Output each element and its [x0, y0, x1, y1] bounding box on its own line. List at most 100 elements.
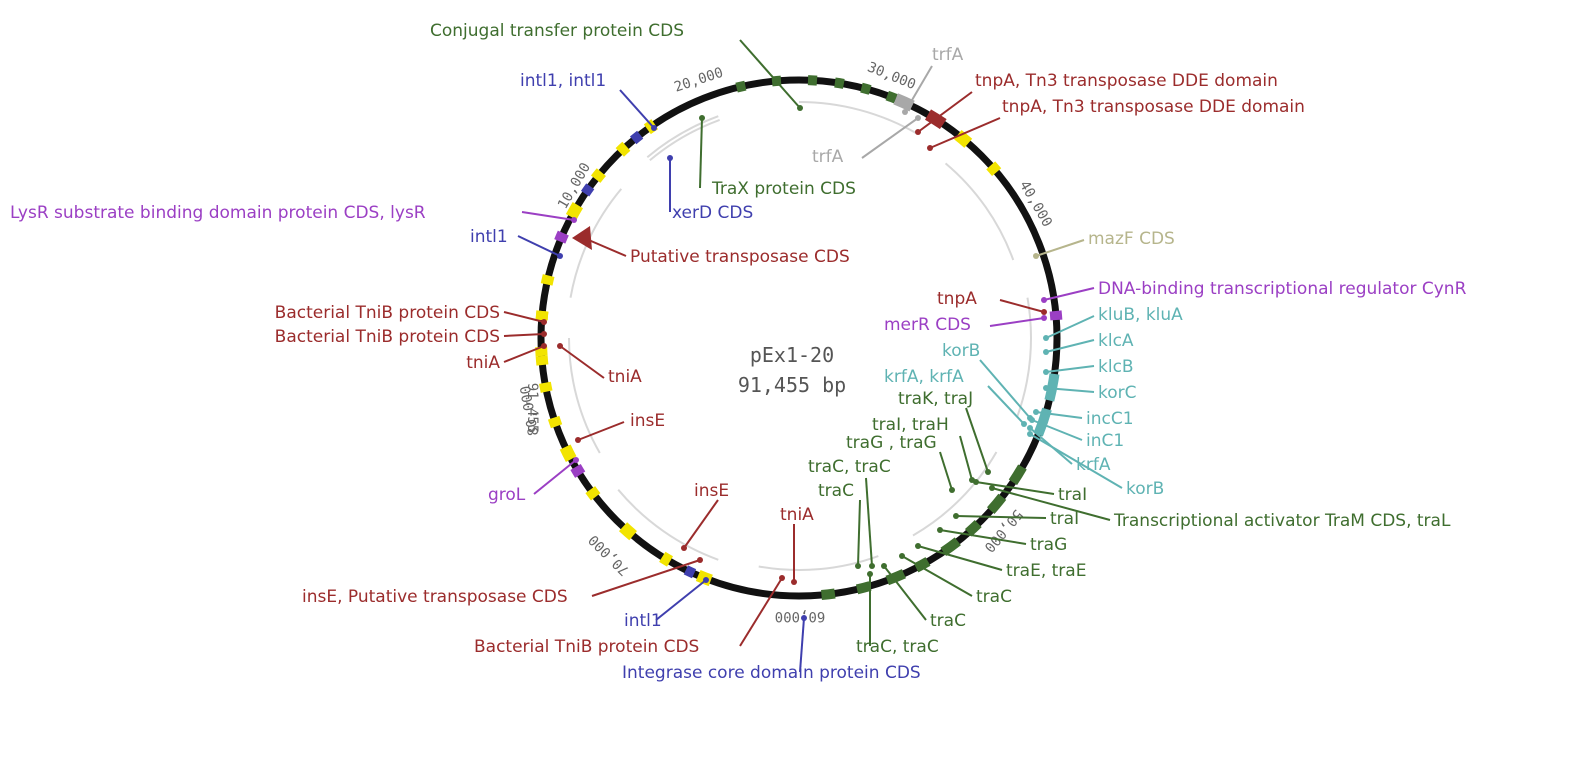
- feature-label: korB: [1126, 479, 1164, 499]
- leader-line: [979, 359, 1031, 419]
- leader-tip: [1043, 369, 1049, 375]
- feature-label: tnpA: [937, 289, 977, 309]
- leader-tip: [1041, 297, 1047, 303]
- feature-mark: [821, 588, 836, 600]
- leader-tip: [557, 253, 563, 259]
- leader-tip: [581, 235, 587, 241]
- leader-line: [683, 499, 719, 549]
- leader-line: [917, 91, 973, 133]
- feature-mark: [659, 551, 674, 567]
- leader-line: [577, 421, 625, 441]
- leader-tip: [801, 615, 807, 621]
- leader-line: [1043, 287, 1095, 301]
- feature-mark: [539, 381, 553, 393]
- leader-tip: [915, 129, 921, 135]
- feature-label: xerD CDS: [672, 203, 753, 223]
- feature-label: tnpA, Tn3 transposase DDE domain: [1002, 97, 1305, 117]
- leader-line: [559, 345, 605, 379]
- feature-label: klcB: [1098, 357, 1134, 377]
- leader-tip: [575, 437, 581, 443]
- leader-line: [975, 481, 1055, 495]
- leader-tip: [573, 457, 579, 463]
- feature-label: traC, traC: [808, 457, 891, 477]
- feature-label: krfA, krfA: [884, 367, 964, 387]
- leader-line: [583, 237, 627, 257]
- leader-tip: [1027, 431, 1033, 437]
- feature-label: Bacterial TniB protein CDS: [275, 327, 500, 347]
- feature-mark: [615, 141, 631, 157]
- leader-line: [799, 617, 805, 673]
- leader-line: [1029, 433, 1123, 489]
- feature-label: trfA: [932, 45, 964, 65]
- leader-tip: [949, 487, 955, 493]
- leader-line: [521, 211, 575, 221]
- feature-label: traI: [1058, 485, 1087, 505]
- feature-label: Bacterial TniB protein CDS: [275, 303, 500, 323]
- leader-tip: [855, 563, 861, 569]
- feature-label: korB: [942, 341, 980, 361]
- feature-label: groL: [488, 485, 526, 505]
- feature-label: traC: [930, 611, 966, 631]
- feature-marks: [535, 75, 1063, 600]
- inner-feature-arc: [649, 119, 720, 162]
- leader-tip: [681, 545, 687, 551]
- leader-line: [989, 317, 1045, 327]
- feature-label: traG: [1030, 535, 1067, 555]
- feature-mark: [565, 202, 584, 220]
- leader-tip: [1043, 335, 1049, 341]
- feature-mark: [559, 444, 577, 462]
- plasmid-size: 91,455 bp: [738, 373, 846, 397]
- feature-label: traG , traG: [846, 433, 937, 453]
- leader-line: [739, 577, 783, 647]
- inner-feature-arc: [758, 555, 879, 571]
- leader-line: [533, 459, 577, 495]
- leader-line: [1045, 387, 1095, 393]
- feature-label: klcA: [1098, 331, 1134, 351]
- leader-tip: [937, 527, 943, 533]
- leader-line: [1045, 315, 1095, 339]
- feature-label: merR CDS: [884, 315, 971, 335]
- feature-mark: [885, 569, 906, 586]
- feature-mark: [893, 93, 915, 112]
- feature-label: korC: [1098, 383, 1137, 403]
- leader-tip: [915, 543, 921, 549]
- feature-mark: [954, 129, 973, 148]
- leader-line: [739, 39, 801, 109]
- feature-label: kluB, kluA: [1098, 305, 1183, 325]
- feature-mark: [547, 415, 563, 429]
- leader-line: [1045, 339, 1095, 353]
- inner-feature-arc: [568, 337, 601, 454]
- leader-tip: [557, 343, 563, 349]
- leader-tip: [881, 563, 887, 569]
- inner-feature-arc: [646, 115, 719, 158]
- leader-tip: [869, 563, 875, 569]
- feature-mark: [986, 161, 1002, 177]
- feature-label: tniA: [466, 353, 500, 373]
- inner-feature-arc: [944, 162, 1015, 261]
- leader-tip: [1027, 425, 1033, 431]
- leader-tip: [703, 577, 709, 583]
- feature-mark: [570, 463, 586, 478]
- feature-label: insE: [630, 411, 665, 431]
- leader-tip: [779, 575, 785, 581]
- feature-label: TraX protein CDS: [711, 179, 856, 199]
- leader-tip: [1029, 417, 1035, 423]
- leader-line: [959, 435, 973, 481]
- leader-tip: [1021, 421, 1027, 427]
- leader-tip: [541, 331, 547, 337]
- leader-line: [861, 117, 919, 159]
- leader-line: [991, 487, 1111, 521]
- feature-label: LysR substrate binding domain protein CD…: [10, 203, 426, 223]
- leader-line: [655, 579, 707, 621]
- leader-line: [883, 565, 927, 621]
- feature-label: Conjugal transfer protein CDS: [430, 21, 684, 41]
- feature-label: tniA: [780, 505, 814, 525]
- tick-label: 60,000: [775, 608, 826, 624]
- feature-mark: [535, 355, 549, 366]
- feature-mark: [585, 486, 601, 501]
- leader-tip: [915, 115, 921, 121]
- leader-tip: [651, 125, 657, 131]
- tick-label: 70,000: [586, 531, 633, 578]
- feature-mark: [554, 230, 569, 244]
- feature-label: Integrase core domain protein CDS: [622, 663, 921, 683]
